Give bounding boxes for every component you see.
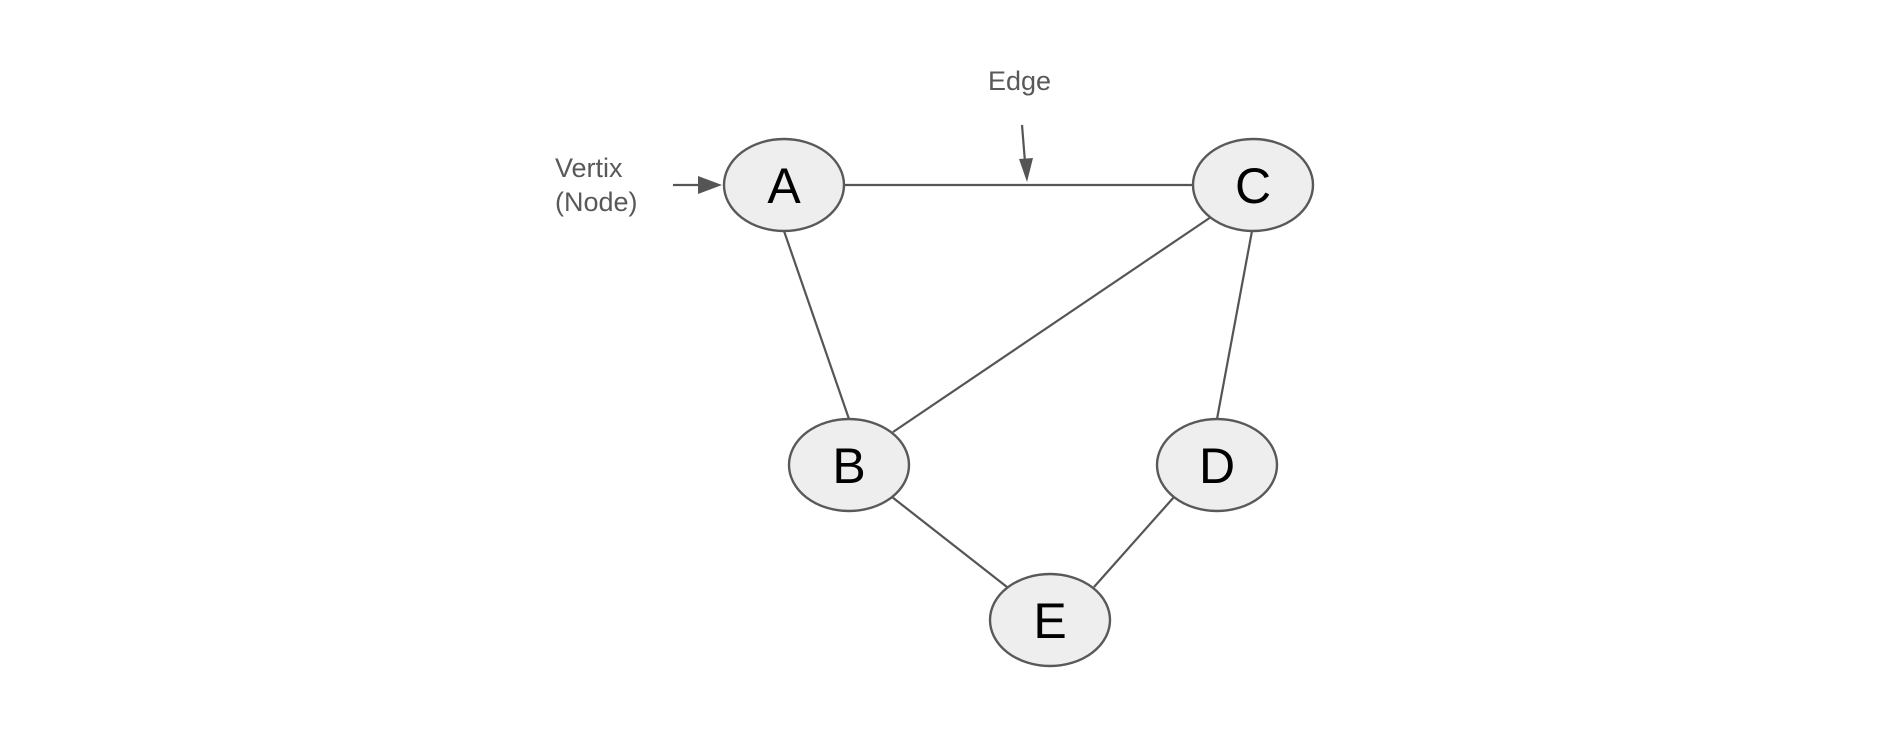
edge-c-d [1215,230,1254,420]
node-a-shape [722,137,846,233]
edge-c-b [892,216,1212,433]
node-e: E [988,572,1112,668]
edge-annotation: Edge [988,66,1051,96]
edge-arrow-icon [1019,158,1033,182]
node-d-label: D [1199,438,1235,494]
vertix-annotation-line1: Vertix [555,153,623,183]
annotations-group: Vertix (Node) Edge [555,66,1051,217]
node-b: B [787,417,911,513]
node-a-label: A [767,158,801,214]
edge-a-b [782,230,851,420]
edges-group [782,183,1254,588]
node-a: A [722,137,846,233]
edge-b-e [891,496,1008,588]
node-b-label: B [832,438,865,494]
vertix-annotation-line2: (Node) [555,187,638,217]
node-c: C [1191,137,1315,233]
node-c-shape [1191,137,1315,233]
node-e-label: E [1033,593,1066,649]
node-d: D [1155,417,1279,513]
node-c-label: C [1235,158,1271,214]
edge-d-e [1093,496,1175,588]
node-b-shape [787,417,911,513]
nodes-group: A B C D E [722,137,1315,668]
node-d-shape [1155,417,1279,513]
edge-pointer-line [1020,124,1027,163]
vertix-arrow-icon [698,176,722,194]
node-e-shape [988,572,1112,668]
